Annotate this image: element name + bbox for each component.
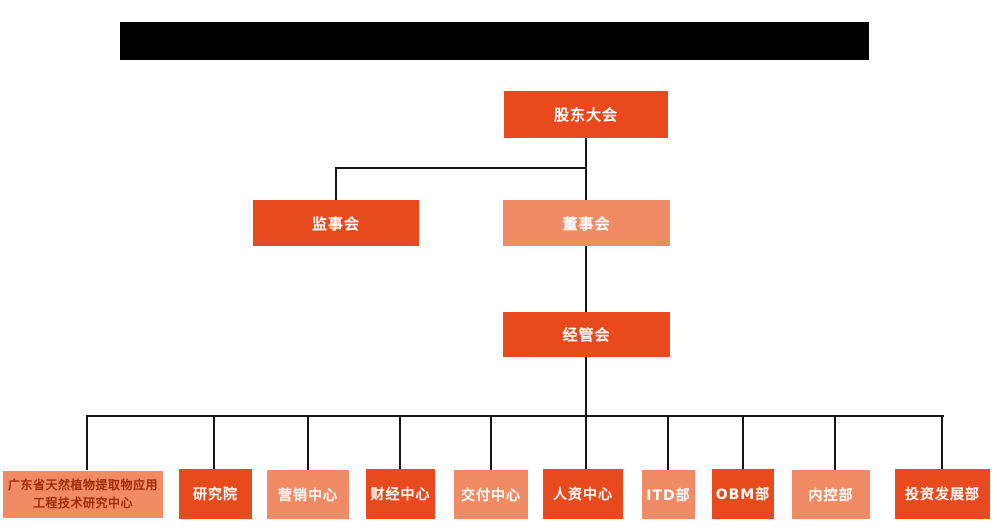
connector-drop-obm (742, 416, 744, 469)
connector-shareholders-down (585, 138, 587, 169)
connector-drop-hr (585, 416, 587, 469)
connector-level2-horizontal (335, 167, 587, 169)
node-dept-internal-control: 内控部 (792, 470, 870, 519)
connector-drop-delivery (490, 416, 492, 470)
connector-drop-institute (213, 416, 215, 469)
connector-management-down (585, 357, 587, 417)
connector-drop-finance (399, 416, 401, 469)
connector-board-drop (585, 168, 587, 200)
connector-drop-internal-control (834, 416, 836, 470)
node-board-of-directors: 董事会 (503, 200, 670, 246)
node-dept-investment-development: 投资发展部 (895, 469, 990, 519)
node-shareholders-meeting: 股东大会 (504, 91, 668, 138)
node-supervisory-board: 监事会 (253, 200, 419, 246)
connector-drop-itd (667, 416, 669, 470)
redacted-title-bar (120, 22, 869, 60)
connector-drop-marketing (307, 416, 309, 470)
connector-board-to-management (585, 246, 587, 312)
connector-drop-investment (941, 416, 943, 469)
connector-supervisory-drop (335, 168, 337, 200)
node-dept-delivery-center: 交付中心 (454, 470, 528, 519)
node-dept-finance-center: 财经中心 (366, 469, 435, 519)
node-dept-institute: 研究院 (179, 469, 252, 519)
node-dept-marketing-center: 营销中心 (267, 470, 349, 519)
node-management-committee: 经管会 (503, 312, 670, 357)
connector-departments-horizontal (86, 415, 944, 417)
node-dept-research-center: 广东省天然植物提取物应用工程技术研究中心 (3, 471, 163, 518)
node-dept-hr-center: 人资中心 (543, 469, 623, 519)
node-dept-obm: OBM部 (712, 469, 774, 519)
node-dept-itd: ITD部 (642, 470, 695, 519)
connector-drop-research-center (86, 416, 88, 470)
